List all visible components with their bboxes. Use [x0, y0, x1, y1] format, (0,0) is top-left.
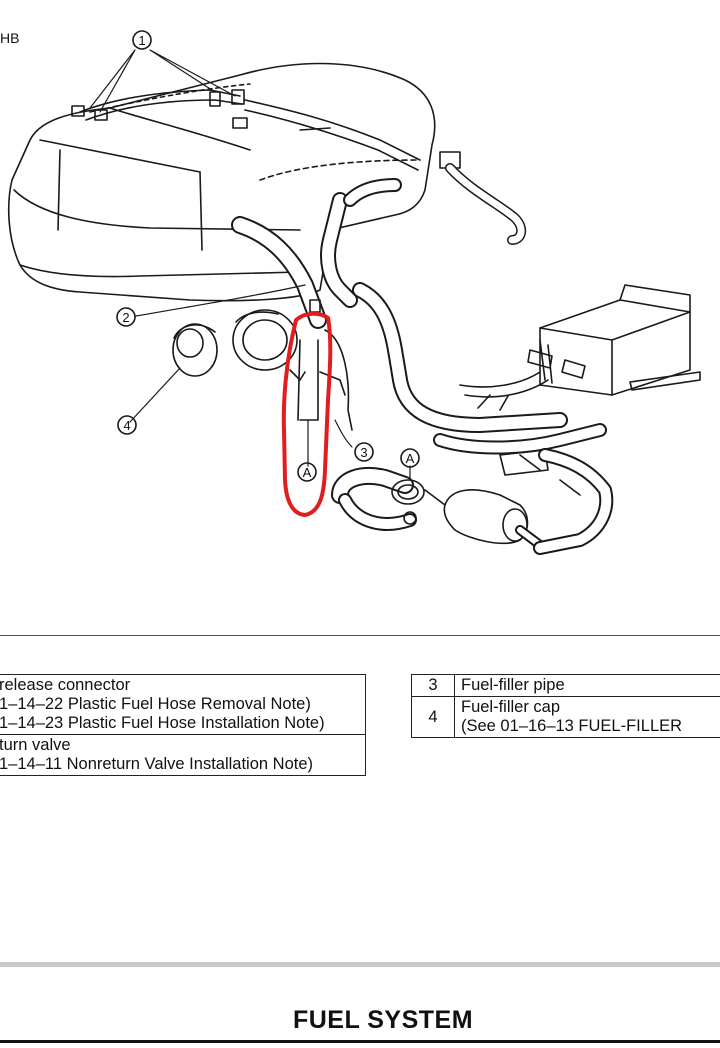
part-reference: 1–14–22 Plastic Fuel Hose Removal Note): [0, 695, 311, 713]
svg-text:1: 1: [138, 33, 145, 48]
vapor-lines: [71, 89, 527, 245]
fuel-filter: [443, 489, 545, 550]
svg-text:4: 4: [123, 418, 130, 433]
fuel-filler-cap: [172, 309, 298, 377]
fuel-system-diagram: 1 2 3 4 A A: [7, 30, 701, 555]
callout-2: 2: [116, 307, 136, 327]
callout-a-valve: A: [400, 448, 420, 468]
table-row: turn valve 1–14–11 Nonreturn Valve Insta…: [0, 734, 366, 776]
highlight-outline: [281, 311, 333, 517]
charcoal-canister: [527, 284, 701, 396]
svg-text:3: 3: [360, 445, 367, 460]
parts-table-left: release connector 1–14–22 Plastic Fuel H…: [0, 674, 366, 776]
callout-a-marked: A: [297, 462, 317, 482]
part-name: release connector: [0, 676, 131, 694]
section-title: FUEL SYSTEM: [292, 1006, 474, 1034]
part-name: Fuel-filler cap: [461, 698, 561, 716]
part-reference: (See 01–16–13 FUEL-FILLER: [461, 717, 683, 735]
svg-text:2: 2: [122, 310, 129, 325]
callout-4: 4: [117, 415, 137, 435]
part-reference: 1–14–23 Plastic Fuel Hose Installation N…: [0, 714, 325, 732]
pipe-bracket: [499, 448, 614, 555]
table-row: 3 Fuel-filler pipe: [411, 674, 720, 697]
part-number: 4: [411, 696, 455, 738]
part-name: Fuel-filler pipe: [454, 674, 720, 697]
callout-1: 1: [132, 30, 152, 50]
part-number: 3: [411, 674, 455, 697]
page-code: HB: [0, 30, 20, 46]
part-reference: 1–14–11 Nonreturn Valve Installation Not…: [0, 755, 313, 773]
table-row: release connector 1–14–22 Plastic Fuel H…: [0, 674, 366, 735]
nonreturn-valve: [331, 467, 446, 531]
footer-divider: [0, 962, 720, 967]
hoses: [231, 178, 607, 455]
table-cell: turn valve 1–14–11 Nonreturn Valve Insta…: [0, 734, 366, 776]
table-cell: Fuel-filler cap (See 01–16–13 FUEL-FILLE…: [454, 696, 720, 738]
table-row: 4 Fuel-filler cap (See 01–16–13 FUEL-FIL…: [411, 696, 720, 738]
table-cell: release connector 1–14–22 Plastic Fuel H…: [0, 674, 366, 735]
section-divider: [0, 635, 720, 636]
svg-text:A: A: [303, 465, 312, 480]
svg-text:A: A: [406, 451, 415, 466]
callout-3: 3: [354, 442, 374, 462]
leader-lines: [89, 49, 411, 481]
part-name: turn valve: [0, 736, 71, 754]
parts-table-right: 3 Fuel-filler pipe 4 Fuel-filler cap (Se…: [411, 674, 720, 738]
footer-rule: [0, 1040, 720, 1043]
fuel-tank: [7, 62, 436, 302]
